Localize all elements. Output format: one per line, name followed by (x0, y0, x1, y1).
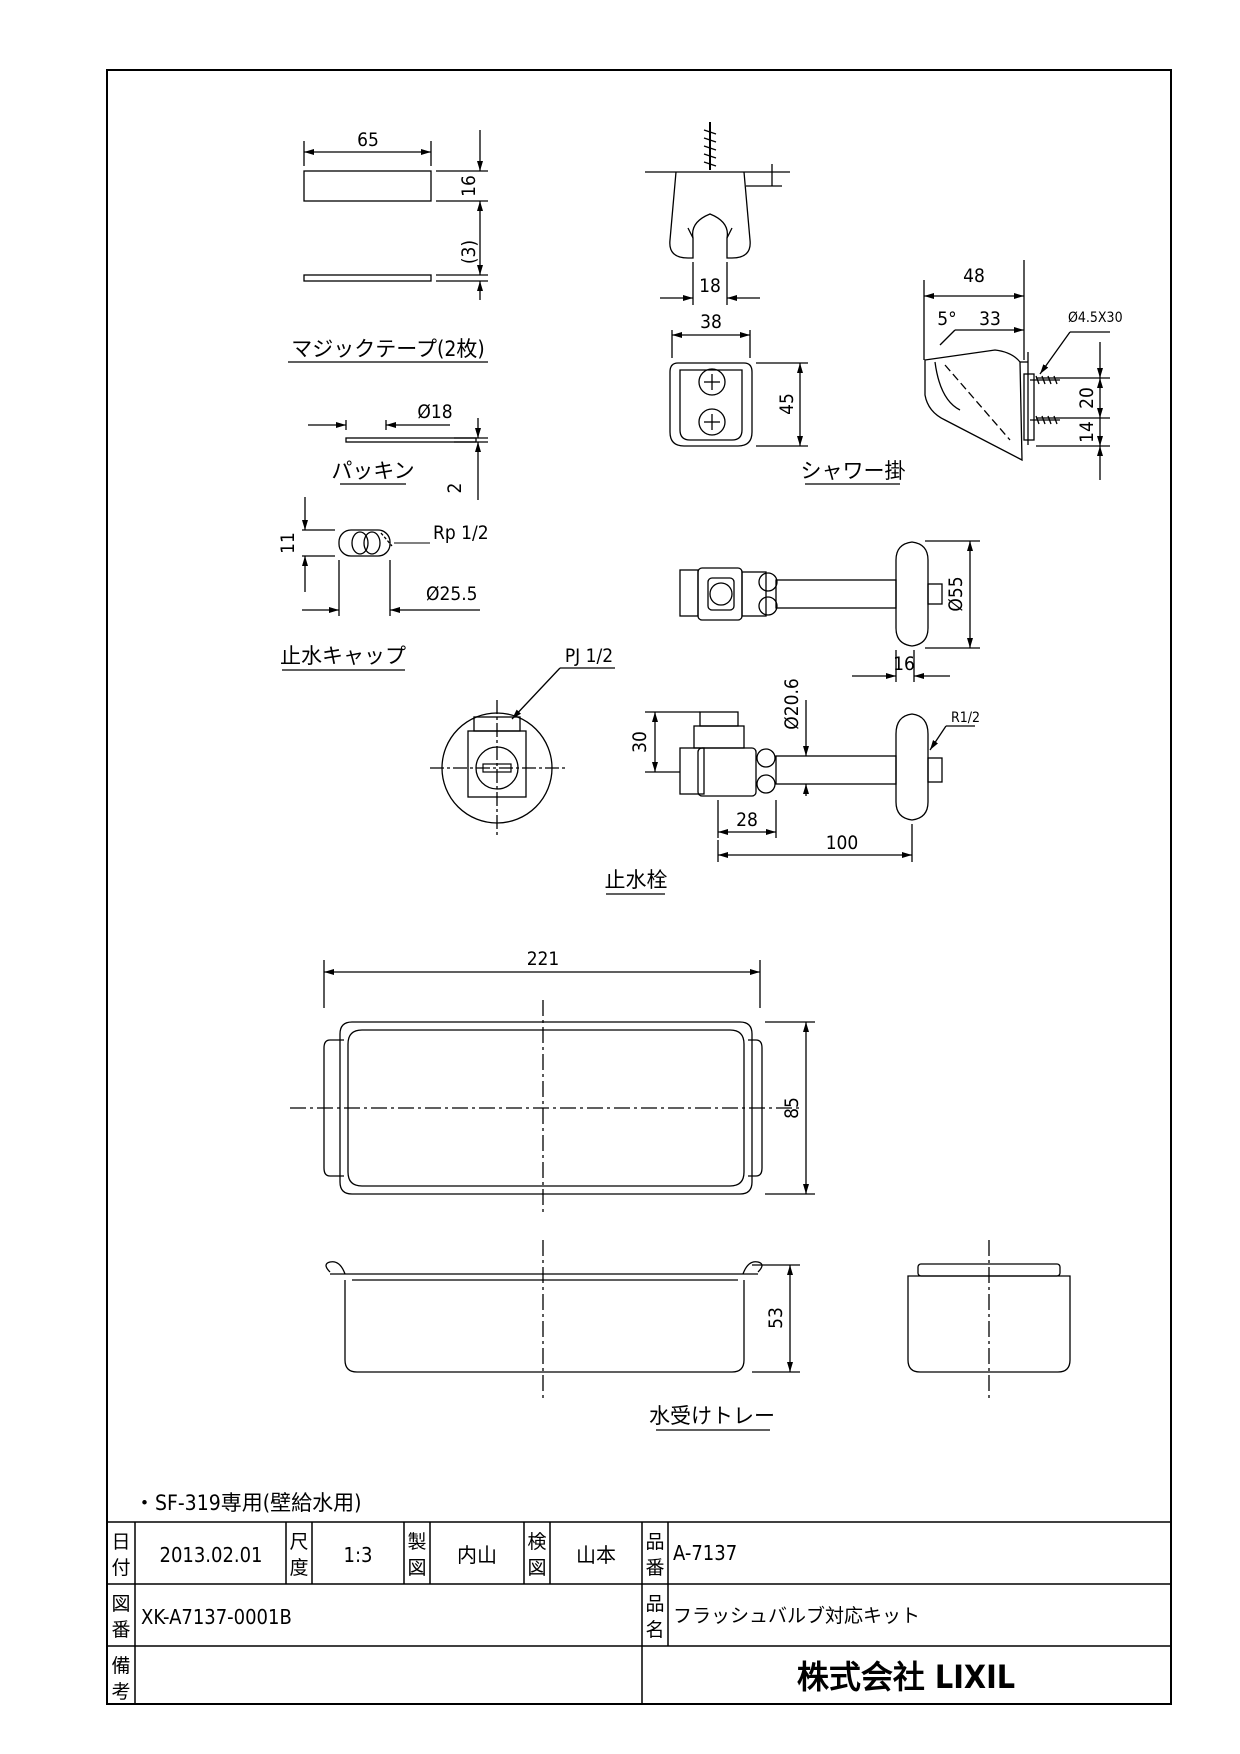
shower-hook-plate-drawing (669, 330, 900, 485)
drawing-frame (106, 69, 1172, 1705)
part-no-label-1: 品 (645, 1531, 664, 1553)
stop-cap-label: 止水キャップ (280, 644, 406, 668)
shower-hook-side-drawing (923, 260, 1110, 480)
dim-221: 221 (527, 948, 560, 970)
checked-by: 山本 (576, 1543, 616, 1567)
date-value: 2013.02.01 (160, 1543, 263, 1567)
drawing-no-label-2: 番 (111, 1619, 130, 1641)
dim-pj12: PJ 1/2 (565, 645, 613, 667)
dim-16: 16 (458, 175, 480, 197)
dim-14: 14 (1076, 421, 1098, 443)
dim-28: 28 (736, 809, 758, 831)
dim-48: 48 (963, 265, 985, 287)
tray-label: 水受けトレー (649, 1404, 775, 1428)
dim-45: 45 (776, 393, 798, 415)
company-logo: 株式会社 LIXIL (797, 1658, 1015, 1696)
part-name-label-1: 品 (645, 1593, 664, 1615)
tray-top-drawing (290, 960, 815, 1215)
shower-hook-label: シャワー掛 (801, 459, 906, 483)
drawn-by: 内山 (457, 1543, 497, 1567)
tray-end-drawing (907, 1240, 1071, 1400)
scale-label-2: 度 (289, 1557, 308, 1579)
scale-value: 1:3 (344, 1543, 373, 1567)
dim-r12: R1/2 (951, 710, 980, 726)
title-block: 日 付 2013.02.01 尺 度 1:3 製 図 内山 検 図 山本 品 番… (107, 1521, 1171, 1704)
date-label-1: 日 (111, 1531, 130, 1553)
dim-85: 85 (781, 1097, 803, 1119)
stop-valve-label: 止水栓 (605, 868, 668, 892)
dim-100: 100 (826, 832, 859, 854)
dim-screw: Ø4.5X30 (1068, 310, 1123, 326)
note-text: ・SF-319専用(壁給水用) (134, 1491, 361, 1515)
date-label-2: 付 (111, 1557, 130, 1579)
dim-11: 11 (277, 532, 299, 554)
dim-d255: Ø25.5 (426, 583, 478, 605)
part-name-label-2: 名 (645, 1619, 664, 1641)
dim-38: 38 (700, 311, 722, 333)
scale-label-1: 尺 (289, 1531, 308, 1553)
dimension-labels: 65 16 (3) マジックテープ(2枚) Ø18 2 パッキン 11 Rp 1… (134, 129, 1123, 1515)
dim-d55: Ø55 (945, 576, 967, 611)
shower-hook-front-drawing (645, 122, 790, 305)
dim-33: 33 (979, 308, 1001, 330)
dim-16b: 16 (893, 653, 915, 675)
stop-cap-drawing (282, 497, 480, 671)
dim-5deg: 5° (937, 308, 956, 330)
dim-2: 2 (444, 483, 466, 494)
remarks-label-1: 備 (111, 1655, 130, 1677)
part-no-value: A-7137 (673, 1541, 737, 1565)
packing-drawing (308, 418, 488, 500)
drawing-no-value: XK-A7137-0001B (141, 1605, 292, 1629)
dim-d18: Ø18 (417, 401, 452, 423)
part-name-value: フラッシュバルブ対応キット (673, 1604, 920, 1627)
tray-side-drawing (325, 1240, 800, 1431)
stop-valve-side-drawing (606, 700, 975, 895)
checked-label-1: 検 (527, 1531, 546, 1553)
dim-d206: Ø20.6 (781, 678, 803, 730)
checked-label-2: 図 (527, 1557, 546, 1579)
dim-20: 20 (1076, 387, 1098, 409)
part-no-label-2: 番 (645, 1557, 664, 1579)
dim-rp12: Rp 1/2 (433, 522, 489, 544)
drawing-no-label-1: 図 (111, 1593, 130, 1615)
magic-tape-label: マジックテープ(2枚) (291, 337, 485, 361)
drawn-label-2: 図 (407, 1557, 426, 1579)
magic-tape-drawing (288, 130, 488, 363)
dim-30: 30 (629, 731, 651, 753)
dim-65: 65 (357, 129, 379, 151)
dim-18: 18 (699, 275, 721, 297)
dim-3: (3) (458, 240, 480, 264)
stop-valve-end-drawing (430, 667, 615, 835)
packing-label: パッキン (331, 459, 414, 483)
drawn-label-1: 製 (407, 1531, 426, 1553)
dim-53: 53 (765, 1307, 787, 1329)
stop-valve-top-drawing (679, 540, 980, 682)
remarks-label-2: 考 (111, 1681, 130, 1703)
